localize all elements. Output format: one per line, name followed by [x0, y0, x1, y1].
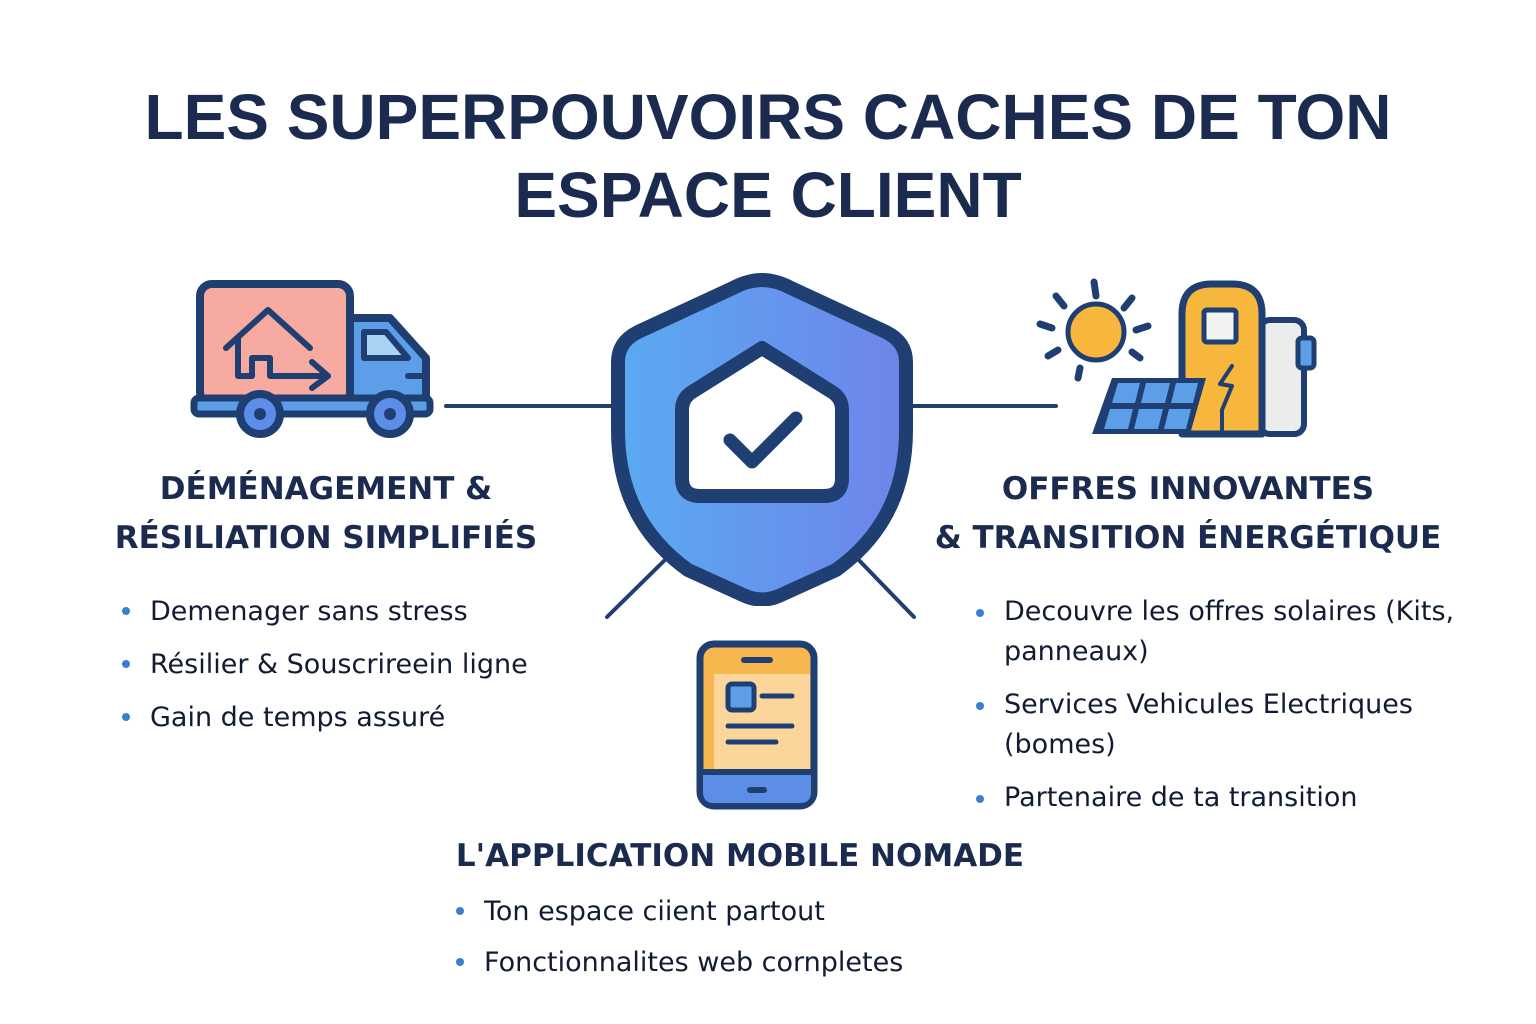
truck-box: [196, 280, 354, 408]
list-item: Fonctionnalites web cornpletes: [450, 937, 1010, 988]
connector-bottom-left: [605, 551, 674, 619]
solar-panel-icon: [1092, 378, 1206, 434]
charger-screen: [1201, 307, 1239, 345]
page-title: LES SUPERPOUVOIRS CACHES DE TON ESPACE C…: [0, 78, 1536, 234]
mobile-app-feature-list: Ton espace ciient partout Fonctionnalite…: [450, 886, 1010, 988]
section-heading-moving-line-1: DÉMÉNAGEMENT &: [159, 471, 493, 507]
check-icon: [723, 411, 803, 469]
house-shape: [675, 341, 849, 503]
section-heading-energy: OFFRES INNOVANTES & TRANSITION ÉNERGÉTIQ…: [916, 465, 1460, 563]
section-heading-mobile-app: L'APPLICATION MOBILE NOMADE: [400, 832, 1080, 881]
section-heading-energy-line-1: OFFRES INNOVANTES: [1001, 471, 1375, 507]
section-heading-moving: DÉMÉNAGEMENT & RÉSILIATION SIMPLIFIÉS: [96, 465, 556, 563]
sun-icon: [1036, 278, 1152, 382]
connector-bottom-right: [850, 551, 916, 619]
charger-plug: [1295, 335, 1317, 371]
house-outline-icon: [223, 307, 331, 379]
list-item: Services Vehicules Electriques (bomes): [970, 685, 1470, 765]
list-item: Gain de temps assuré: [116, 691, 596, 744]
list-item: Decouvre les offres solaires (Kits, pann…: [970, 592, 1470, 672]
list-item: Demenager sans stress: [116, 585, 596, 638]
page-title-line-1: LES SUPERPOUVOIRS CACHES DE TON: [144, 81, 1392, 153]
arrow-right-icon: [309, 359, 331, 391]
section-heading-moving-line-2: RÉSILIATION SIMPLIFIÉS: [114, 520, 538, 556]
shield-house-check-icon: [611, 273, 913, 606]
truck-window: [361, 329, 411, 361]
energy-feature-list: Decouvre les offres solaires (Kits, pann…: [970, 592, 1470, 831]
moving-truck-icon: [190, 280, 434, 438]
moving-feature-list: Demenager sans stress Résilier & Souscri…: [116, 585, 596, 744]
section-heading-mobile-app-text: L'APPLICATION MOBILE NOMADE: [455, 838, 1025, 874]
lightning-icon: [1218, 364, 1234, 436]
page-title-line-2: ESPACE CLIENT: [514, 159, 1022, 231]
smartphone-app-icon: [696, 640, 818, 810]
charger-side: [1257, 317, 1307, 437]
list-item: Résilier & Souscrireein ligne: [116, 638, 596, 691]
list-item: Partenaire de ta transition: [970, 778, 1470, 818]
solar-ev-charger-icon: [1036, 278, 1317, 438]
list-item: Ton espace ciient partout: [450, 886, 1010, 937]
phone-app-thumbnail: [725, 681, 757, 713]
section-heading-energy-line-2: & TRANSITION ÉNERGÉTIQUE: [934, 520, 1442, 556]
